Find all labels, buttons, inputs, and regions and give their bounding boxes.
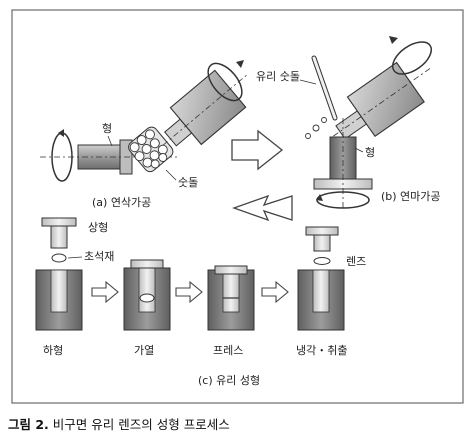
cooling-step-label: 냉각・취출 — [296, 344, 347, 357]
step-arrow-2 — [175, 280, 203, 304]
panel-c-caption: (c) 유리 성형 — [198, 374, 260, 387]
panel-b-polishing: 유리 숫돌 형 (b) 연마가공 — [256, 36, 441, 209]
figure-caption: 그림 2. 비구면 유리 렌즈의 성형 프로세스 — [8, 414, 230, 436]
stage-1-setup — [35, 217, 83, 331]
glass-stick-label: 유리 숫돌 — [256, 70, 300, 83]
polish-rotation-arrow — [391, 41, 433, 75]
step-arrow-1 — [91, 280, 119, 304]
step-arrow-a-to-b — [231, 129, 284, 171]
figure-title: 비구면 유리 렌즈의 성형 프로세스 — [52, 417, 230, 432]
panel-a-caption: (a) 연삭가공 — [92, 196, 151, 209]
lens-label: 렌즈 — [346, 255, 366, 268]
heating-step-label: 가열 — [134, 344, 154, 357]
mold-label-b: 형 — [365, 146, 375, 159]
mold-label-a: 형 — [102, 122, 112, 135]
glass-preform — [51, 253, 67, 263]
figure-number: 그림 2. — [8, 417, 49, 432]
upper-mold — [50, 225, 68, 249]
stage-3-press — [207, 265, 255, 331]
step-arrow-3 — [261, 280, 289, 304]
mold-vertical-b — [329, 136, 357, 180]
wheel-rotation-arrow — [207, 62, 243, 102]
diagram-panel: 형 숫돌 (a) 연삭가공 유리 숫돌 형 — [11, 9, 464, 404]
step-arrow-b-to-c — [232, 194, 293, 222]
panel-a-grinding: 형 숫돌 (a) 연삭가공 — [40, 60, 249, 209]
panel-b-caption: (b) 연마가공 — [381, 190, 441, 203]
process-diagram: 형 숫돌 (a) 연삭가공 유리 숫돌 형 — [11, 9, 464, 404]
glass-polishing-stick — [312, 56, 337, 120]
stage-2-heating — [123, 259, 171, 331]
upper-mold-label: 상형 — [88, 221, 108, 234]
grinding-wheel — [128, 126, 174, 173]
press-step-label: 프레스 — [213, 344, 243, 357]
grinding-wheel-label: 숫돌 — [178, 176, 198, 189]
panel-c-molding: 상형 초석재 렌즈 하형 가열 프레스 냉각・취출 (c) 유리 성형 — [35, 217, 366, 387]
glass-preform-label: 초석재 — [84, 250, 114, 263]
lower-mold-label: 하형 — [43, 343, 63, 357]
formed-lens — [313, 257, 331, 265]
stage-4-cooling — [297, 226, 345, 331]
